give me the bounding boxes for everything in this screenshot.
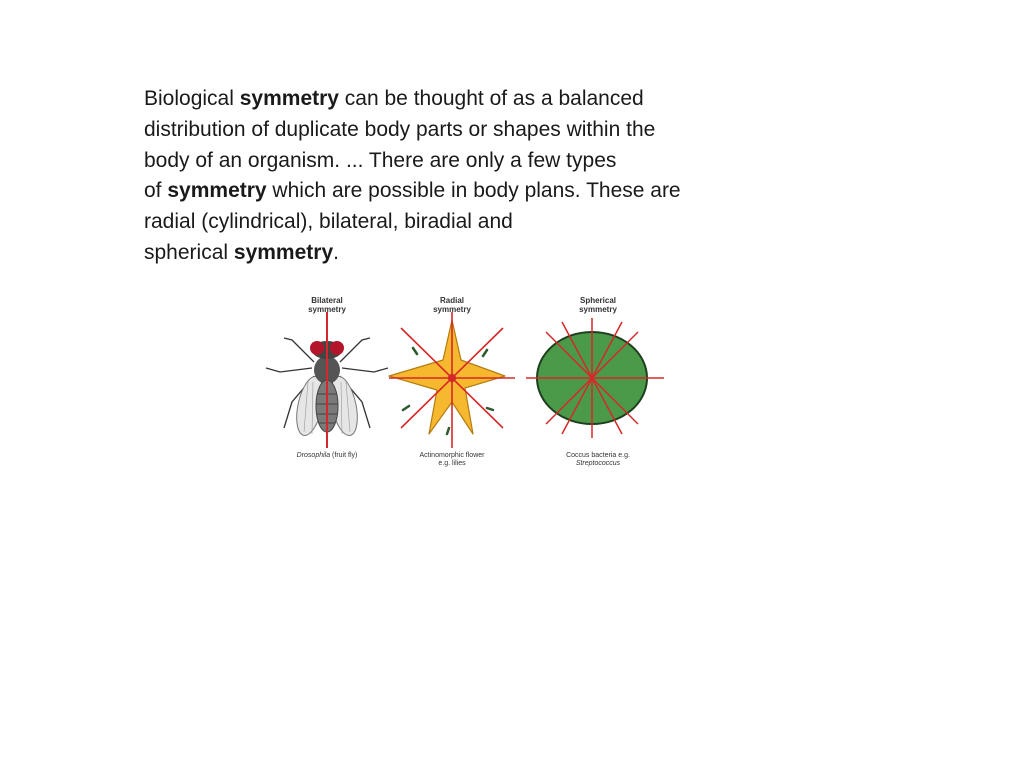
body-paragraph: Biological symmetry can be thought of as… [144,84,764,269]
fly-illustration [265,312,389,448]
bilateral-panel: Bilateral symmetry [262,290,392,475]
text-line-1: Biological symmetry can be thought of as… [144,87,644,110]
text-line-6: spherical symmetry. [144,240,339,264]
bilateral-caption: Drosophila (fruit fly) [296,452,358,459]
right-eye-icon [330,341,344,355]
text-line-2: distribution of duplicate body parts or … [144,117,656,141]
text-line-5: radial (cylindrical), bilateral, biradia… [144,210,513,234]
spherical-panel: Spherical symmetry Coccus bacteria e.g. … [524,290,672,475]
spherical-caption: Coccus bacteria e.g. Streptococcus [566,452,630,467]
flower-illustration [388,312,515,448]
radial-heading: Radial symmetry [433,296,471,314]
bilateral-heading: Bilateral symmetry [308,296,346,314]
flower-shape [388,319,506,435]
radial-caption: Actinomorphic flower e.g. lilies [419,452,485,467]
symmetry-figure: Bilateral symmetry [262,290,672,475]
text-line-4: of symmetry which are possible in body p… [144,179,681,203]
radial-panel: Radial symmetry [387,290,517,475]
sphere-illustration [526,318,664,438]
spherical-heading: Spherical symmetry [579,296,617,314]
left-eye-icon [310,341,324,355]
text-line-3: body of an organism. ... There are only … [144,148,617,172]
